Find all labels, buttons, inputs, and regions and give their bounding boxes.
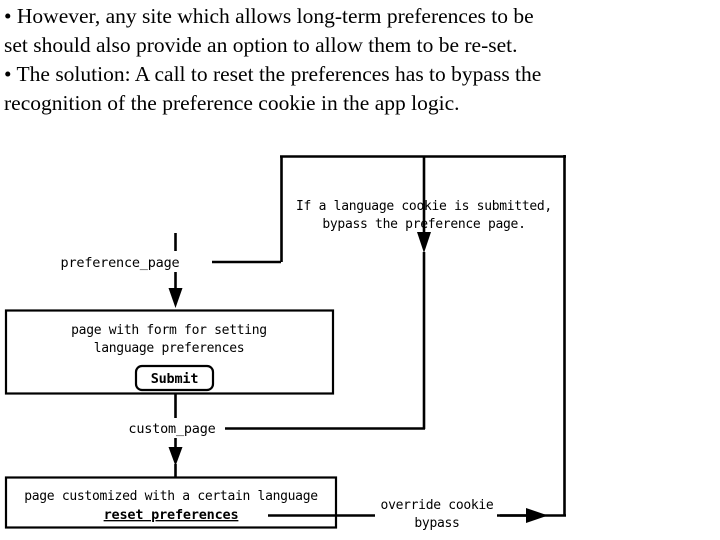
bypass-arrowhead-down (417, 232, 431, 253)
box-customized-page (4, 476, 338, 529)
preference-page-to-form-arrowhead (168, 288, 183, 308)
bullet-2-line-2: recognition of the preference cookie in … (4, 91, 460, 115)
bullet-2-line-1: • The solution: A call to reset the pref… (4, 62, 542, 86)
submit-button-label: Submit (151, 371, 199, 387)
label-custom-page: custom_page (128, 421, 215, 437)
box-form-line-2: language preferences (94, 341, 245, 356)
submit-button[interactable] (134, 364, 215, 392)
custom-page-to-box-arrowhead (168, 447, 183, 466)
bullet-1-line-2: set should also provide an option to all… (4, 33, 518, 57)
reset-preferences-link[interactable]: reset preferences (104, 507, 239, 523)
override-to-rail-arrowhead (526, 508, 548, 523)
box-form-line-1: page with form for setting (71, 323, 267, 338)
bypass-caption-line-2: bypass the preference page. (322, 217, 525, 232)
bullet-text-block: • However, any site which allows long-te… (4, 2, 716, 118)
bypass-caption-line-1: If a language cookie is submitted, (296, 199, 552, 214)
box-customized-line-1: page customized with a certain language (24, 489, 318, 504)
override-label-line-2: bypass (414, 516, 459, 531)
bullet-1-line-1: • However, any site which allows long-te… (4, 4, 534, 28)
label-preference-page: preference_page (61, 255, 180, 271)
override-label-line-1: override cookie (381, 498, 494, 513)
